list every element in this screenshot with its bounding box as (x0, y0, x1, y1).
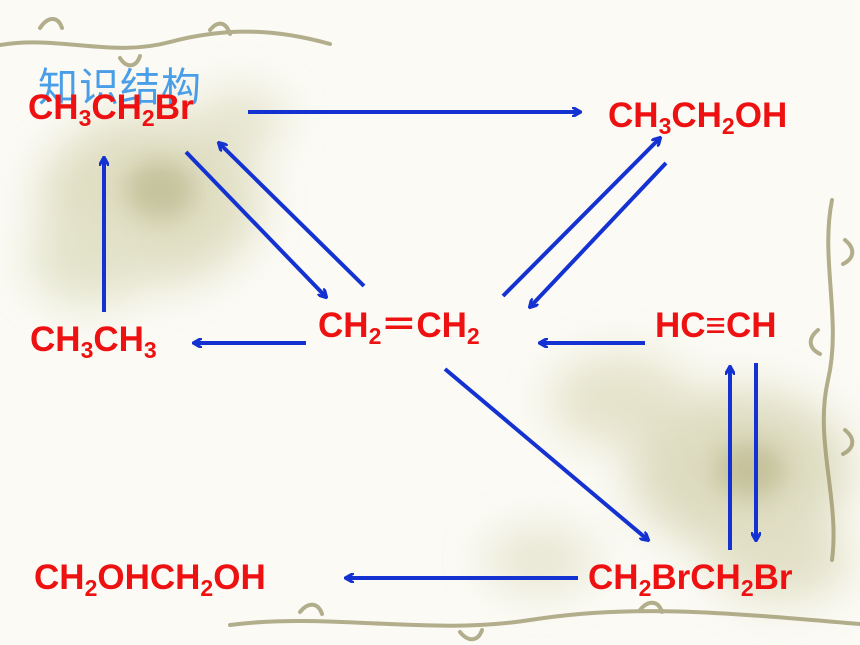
arrow-ethylene-to-ethanol (501, 138, 660, 298)
compound-ethanol: CH3CH2OH (608, 96, 788, 139)
compound-acetylene: HC≡CH (655, 306, 777, 345)
compound-ethylene-glycol: CH2OHCH2OH (34, 558, 266, 601)
arrow-ethanol-to-ethylene (530, 161, 668, 307)
compound-ethyl-bromide: CH3CH2Br (28, 88, 194, 131)
vine-border (0, 17, 860, 642)
compound-ethane: CH3CH3 (30, 320, 157, 363)
arrow-ethylene-to-ethyl-bromide (219, 143, 366, 288)
arrow-ethylene-to-dibromoethane (443, 367, 648, 540)
page-title: 知识结构 (38, 65, 202, 111)
compound-ethylene: CH2＝CH2 (318, 306, 480, 349)
compound-dibromoethane: CH2BrCH2Br (588, 558, 793, 601)
arrow-ethyl-bromide-to-ethylene (184, 150, 326, 297)
